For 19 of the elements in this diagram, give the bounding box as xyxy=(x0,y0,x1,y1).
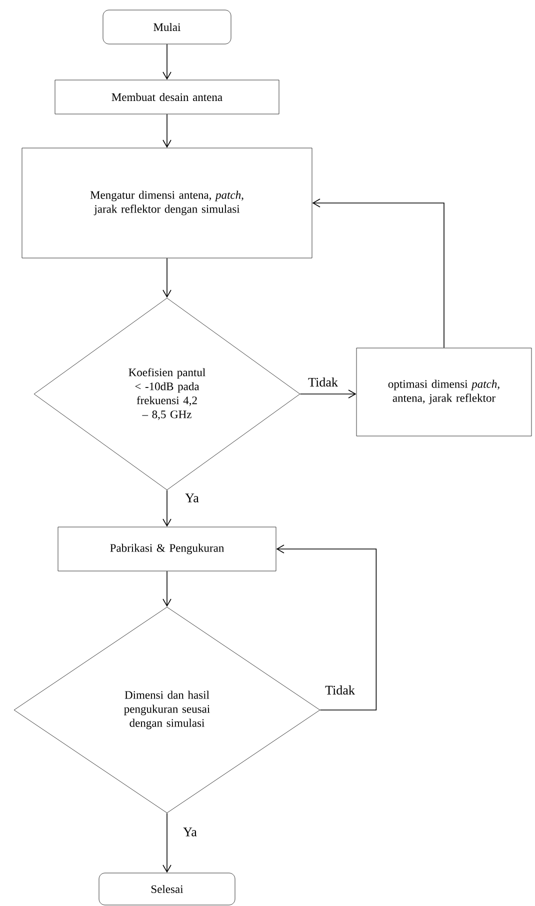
arrow xyxy=(162,258,172,298)
arrow xyxy=(276,544,377,710)
process-box: optimasi dimensi patch, antena, jarak reflektor xyxy=(356,348,532,436)
arrow xyxy=(162,114,172,148)
edge-label: Tidak xyxy=(307,376,339,388)
arrow xyxy=(300,390,356,398)
edge-label: Ya xyxy=(184,492,200,504)
arrow xyxy=(312,198,444,348)
process-box: Mengatur dimensi antena, patch, jarak reflektor dengan simulasi xyxy=(22,148,312,258)
edge-label: Ya xyxy=(182,826,198,838)
arrow xyxy=(162,812,172,873)
process-box: Membuat desain antena xyxy=(54,80,280,114)
edge-label: Tidak xyxy=(324,684,356,696)
arrow xyxy=(162,570,172,607)
end-terminal: Selesai xyxy=(98,872,236,906)
arrow xyxy=(162,44,172,80)
arrow xyxy=(162,490,172,527)
start-terminal: Mulai xyxy=(102,10,232,44)
process-box: Pabrikasi & Pengukuran xyxy=(58,526,276,572)
